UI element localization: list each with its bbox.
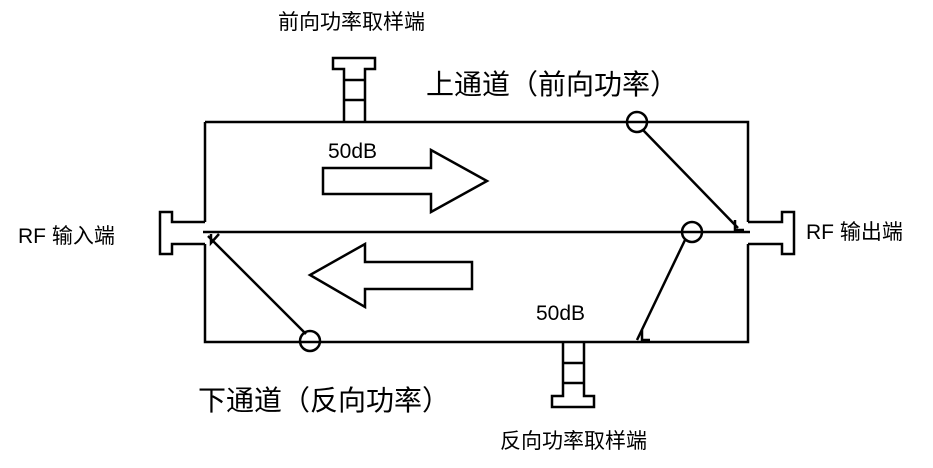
- input-probe-circle: [298, 329, 322, 353]
- rf-input-flange: [158, 210, 205, 256]
- forward-probe-line: [642, 129, 739, 229]
- forward-probe-circle: [625, 110, 649, 134]
- reverse-arrow: [307, 241, 474, 310]
- forward-port-connector: [331, 56, 377, 122]
- reverse-sampling-port-label: 反向功率取样端: [500, 430, 647, 453]
- lower-channel-label: 下通道（反向功率）: [198, 384, 451, 417]
- forward-probe-marker: [733, 220, 744, 232]
- forward-arrow: [321, 147, 490, 215]
- input-probe-line: [207, 235, 307, 335]
- reverse-probe-circle: [680, 220, 704, 244]
- upper-channel-box: [203, 120, 750, 222]
- rf-output-label: RF 输出端: [806, 221, 903, 244]
- forward-coupling-label: 50dB: [328, 140, 378, 163]
- reverse-port-connector: [550, 342, 596, 409]
- reverse-probe-line: [635, 239, 687, 341]
- reverse-coupling-label: 50dB: [536, 302, 586, 325]
- lower-channel-box: [203, 244, 750, 344]
- reverse-probe-marker: [640, 330, 650, 342]
- upper-channel-label: 上通道（前向功率）: [426, 68, 679, 101]
- input-probe-marker: [209, 233, 220, 247]
- rf-input-label: RF 输入端: [18, 225, 115, 248]
- rf-output-flange: [748, 210, 796, 256]
- forward-sampling-port-label: 前向功率取样端: [278, 11, 425, 34]
